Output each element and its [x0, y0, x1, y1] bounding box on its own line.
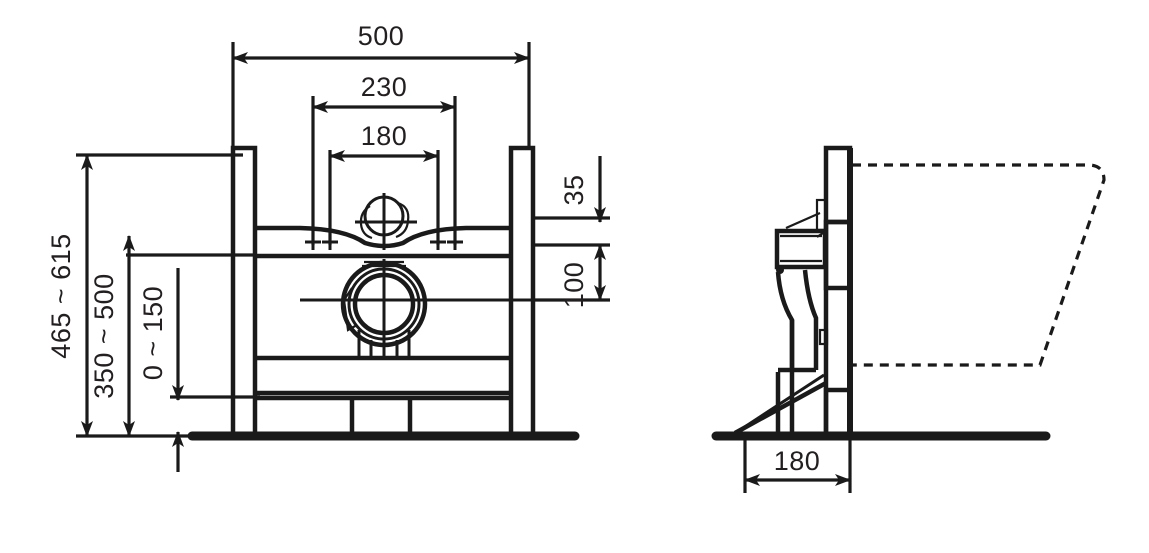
dim-label-230: 230 — [361, 72, 408, 102]
outlet-side-tab — [342, 287, 358, 332]
front-view — [187, 145, 580, 441]
side-support-strut-inner — [739, 373, 825, 432]
side-post-body — [823, 219, 853, 440]
dim-label-35: 35 — [559, 174, 589, 205]
small-circle-clip — [395, 201, 410, 239]
side-foot-block — [823, 387, 853, 437]
outlet-pipe-circle — [300, 259, 560, 360]
front-dimensions: 500 230 180 465 ~ 615 350 ~ 500 0 ~ 150 … — [46, 21, 610, 472]
side-cistern-box — [774, 211, 828, 270]
right-post — [508, 145, 536, 439]
dim-label-350-500: 350 ~ 500 — [89, 273, 119, 398]
side-connector-nub — [818, 328, 829, 346]
side-wc-profile-outline — [852, 163, 1106, 367]
small-circle-clip2 — [359, 205, 373, 240]
bottom-legs — [349, 398, 413, 436]
dim-label-side-180: 180 — [774, 446, 821, 476]
side-flush-pipe — [775, 266, 819, 373]
side-view — [711, 145, 1106, 441]
cistern-bracket-link — [816, 230, 827, 238]
dim-label-0-150: 0 ~ 150 — [138, 286, 168, 380]
dim-label-465-615: 465 ~ 615 — [46, 233, 76, 358]
cistern-strut-upper — [785, 211, 821, 230]
small-pipe-circle — [355, 193, 417, 250]
dim-label-500: 500 — [358, 21, 405, 51]
dim-label-180: 180 — [361, 121, 408, 151]
side-post-upper — [823, 145, 853, 291]
left-post — [230, 145, 258, 439]
dim-label-100: 100 — [559, 262, 589, 309]
side-dimensions: 180 — [743, 438, 852, 493]
